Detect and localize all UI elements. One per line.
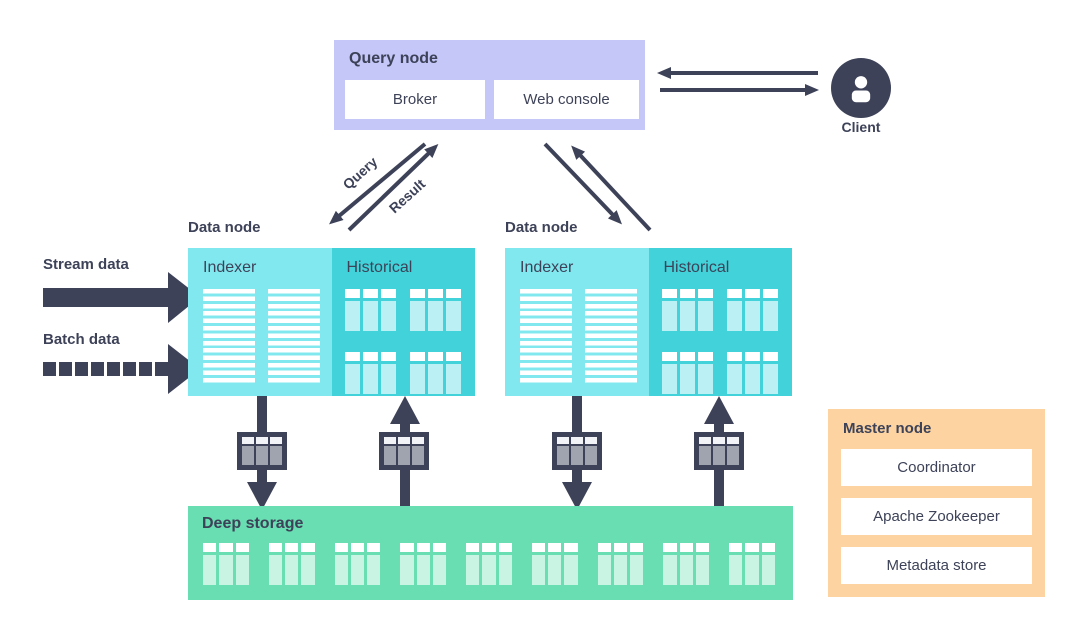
result-to-querynode-left-arrow [347, 143, 439, 232]
web-console-box: Web console [494, 80, 639, 119]
historical-panel: Historical [331, 248, 475, 396]
deep-storage-title: Deep storage [202, 515, 304, 532]
query-node-box: Query node Broker Web console [334, 40, 645, 130]
query-to-datanode-right-arrow [543, 142, 622, 225]
data-node-right-title: Data node [505, 219, 578, 236]
deep-storage-box: Deep storage [188, 506, 793, 600]
segment-table-icon [661, 352, 714, 394]
deep-storage-segment-icon [203, 543, 249, 585]
indexer-panel: Indexer [505, 248, 649, 396]
deep-storage-segment-icon [268, 543, 315, 585]
table-glyph [557, 437, 597, 465]
batch-data-arrow [43, 344, 200, 394]
indexer-panel: Indexer [188, 248, 332, 396]
person-icon [851, 76, 871, 103]
data-node-left-box: Indexer Historical [188, 248, 475, 396]
query-node-components: Broker Web console [345, 80, 639, 119]
batch-data-label: Batch data [43, 331, 120, 348]
segment-transfer-icon [694, 432, 744, 470]
historical-label: Historical [663, 259, 730, 276]
master-node-box: Master node Coordinator Apache Zookeeper… [828, 409, 1045, 597]
table-glyph [384, 437, 424, 465]
zookeeper-box: Apache Zookeeper [841, 498, 1032, 535]
broker-box: Broker [345, 80, 485, 119]
coordinator-box: Coordinator [841, 449, 1032, 486]
metadata-store-box: Metadata store [841, 547, 1032, 584]
segment-table-icons [661, 289, 779, 394]
deep-storage-segment-icon [663, 543, 710, 585]
segment-table-icon [344, 352, 397, 394]
segment-table-icon [726, 289, 779, 331]
table-glyph [699, 437, 739, 465]
indexer-label: Indexer [520, 259, 574, 276]
log-list-icon [203, 289, 255, 384]
log-list-icon [520, 289, 572, 384]
deep-storage-segment-icon [597, 543, 644, 585]
stream-data-label: Stream data [43, 256, 129, 273]
segment-table-icon [661, 289, 714, 331]
log-list-icon [268, 289, 320, 384]
segment-table-icon [344, 289, 397, 331]
segment-transfer-icon [237, 432, 287, 470]
client-label: Client [841, 119, 881, 135]
data-node-left-title: Data node [188, 219, 261, 236]
segment-transfer-icon [379, 432, 429, 470]
deep-storage-segments [203, 543, 775, 585]
segment-table-icons [344, 289, 462, 394]
deep-storage-segment-icon [729, 543, 775, 585]
indexer-label: Indexer [203, 259, 257, 276]
segment-table-icon [409, 352, 462, 394]
historical-label: Historical [346, 259, 413, 276]
master-node-title: Master node [843, 420, 932, 437]
query-node-title: Query node [349, 50, 438, 67]
deep-storage-segment-icon [466, 543, 512, 585]
deep-storage-segment-icon [334, 543, 381, 585]
log-list-icon [585, 289, 637, 384]
segment-table-icon [409, 289, 462, 331]
stream-data-arrow [43, 272, 200, 323]
segment-transfer-icon [552, 432, 602, 470]
table-glyph [242, 437, 282, 465]
client-avatar [831, 58, 891, 118]
deep-storage-segment-icon [531, 543, 578, 585]
segment-table-icon [726, 352, 779, 394]
deep-storage-segment-icon [400, 543, 447, 585]
data-node-right-box: Indexer Historical [505, 248, 792, 396]
master-node-components: Coordinator Apache Zookeeper Metadata st… [841, 449, 1032, 584]
query-to-datanode-left-arrow [329, 142, 427, 225]
historical-panel: Historical [648, 248, 792, 396]
result-to-querynode-right-arrow [571, 145, 652, 232]
